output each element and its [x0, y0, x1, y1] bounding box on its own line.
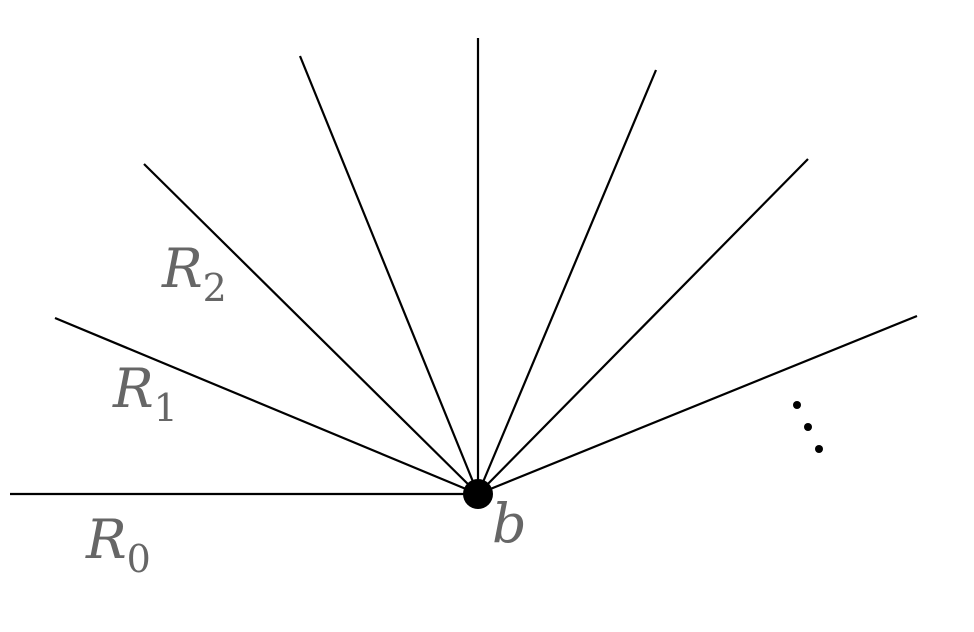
vertex-label: b	[492, 492, 527, 555]
vertex-point	[463, 479, 493, 509]
ray-3	[298, 55, 480, 495]
ray-label-r2: R2	[161, 237, 227, 310]
ray-6	[477, 158, 809, 495]
ray-label-r1: R1	[112, 357, 178, 430]
ray-5	[476, 69, 658, 495]
ray-r1	[54, 316, 479, 496]
ray-r2	[143, 163, 479, 495]
ray-7	[477, 314, 918, 496]
continuation-dots	[793, 401, 823, 453]
ray-label-r0: R0	[85, 508, 151, 581]
